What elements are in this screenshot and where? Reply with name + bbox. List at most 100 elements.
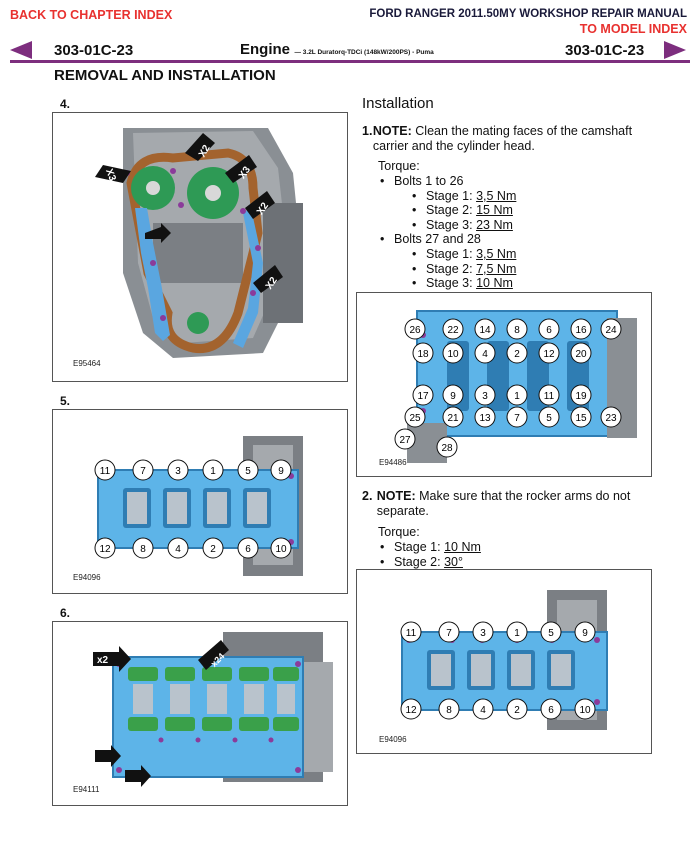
bolt-number: 20: [575, 349, 587, 360]
step-6-number: 6.: [60, 606, 71, 620]
torque-value: 3,5 Nm: [476, 246, 517, 261]
bolt-number: 10: [447, 349, 459, 360]
stage-label: Stage 1:: [426, 188, 473, 203]
step-4-number: 4.: [60, 97, 71, 111]
figure-e94096-right: 11 7 3 1 5 9 12 8 4 2 6 10 E94096: [356, 569, 652, 754]
bolt-number: 6: [245, 544, 251, 555]
figure-code: E94096: [379, 735, 407, 744]
step-number: 1.: [362, 124, 373, 138]
callout-label: X2: [197, 143, 213, 159]
manual-title: FORD RANGER 2011.50MY WORKSHOP REPAIR MA…: [369, 8, 687, 20]
stage-label: Stage 2:: [426, 261, 473, 276]
prev-page-arrow-icon[interactable]: [10, 41, 32, 59]
bolt-number: 6: [546, 325, 552, 336]
torque-label: Torque:: [378, 525, 420, 539]
torque-value: 30°: [444, 554, 463, 569]
bolt-number: 12: [405, 705, 417, 716]
section-name: Engine: [240, 41, 291, 58]
doc-title: REMOVAL AND INSTALLATION: [54, 67, 276, 84]
bolt-number: 2: [514, 349, 520, 360]
bolt-number: 3: [480, 628, 486, 639]
step-number: 2.: [362, 489, 373, 503]
section-subtitle: — 3.2L Duratorq-TDCi (148kW/200PS) - Pum…: [294, 49, 434, 56]
bolt-number: 4: [482, 349, 488, 360]
camshaft-carrier-illustration-2: 11 7 3 1 5 9 12 8 4 2 6 10: [400, 590, 608, 730]
bolt-number: 12: [543, 349, 555, 360]
bolt-number: 27: [399, 435, 411, 446]
bolt-number: 15: [575, 413, 587, 424]
installation-heading: Installation: [362, 95, 434, 112]
note-text: Make sure that the rocker arms do not se…: [376, 489, 631, 518]
back-to-chapter-index-link[interactable]: BACK TO CHAPTER INDEX: [10, 8, 173, 22]
bolt-number: 2: [210, 544, 216, 555]
torque-value: 23 Nm: [476, 217, 513, 232]
bolt-number: 3: [175, 466, 181, 477]
bolt-number: 28: [441, 443, 453, 454]
figure-e94111: x2 x24 E94111: [52, 621, 348, 806]
bolt-number: 23: [605, 413, 617, 424]
install-step-1: 1. NOTE: Clean the mating faces of the c…: [362, 124, 662, 154]
bolt-number: 7: [446, 628, 452, 639]
bolt-number: 2: [514, 705, 520, 716]
torque-value: 3,5 Nm: [476, 188, 517, 203]
bolt-number: 19: [575, 391, 587, 402]
bolt-number: 14: [479, 325, 491, 336]
bolt-number: 4: [480, 705, 486, 716]
stage-label: Stage 2:: [426, 203, 473, 218]
figure-code: E94486: [379, 458, 407, 467]
figure-code: E95464: [73, 359, 101, 368]
bolt-number: 11: [544, 391, 555, 402]
torque-value: 7,5 Nm: [476, 261, 517, 276]
bolt-number: 5: [546, 413, 552, 424]
next-page-arrow-icon[interactable]: [664, 41, 686, 59]
stage-label: Stage 1:: [394, 540, 441, 554]
note-text: Clean the mating faces of the camshaft c…: [372, 124, 633, 153]
bolt-number: 1: [210, 466, 216, 477]
figure-code: E94096: [73, 573, 101, 582]
bolt-number: 10: [579, 705, 591, 716]
bolt-number: 11: [100, 466, 111, 477]
camshaft-carrier-with-shafts-illustration: x2 x24: [93, 632, 333, 787]
figure-e94096-left: 11 7 3 1 5 9 12 8 4 2 6 10 E94096: [52, 409, 348, 594]
callout-label: x2: [97, 655, 109, 666]
callout-label: X3: [103, 167, 118, 183]
torque-spec-2: Torque: Stage 1: 10 Nm Stage 2: 30°: [378, 525, 658, 569]
bolt-number: 10: [275, 544, 287, 555]
bolt-number: 8: [140, 544, 146, 555]
stage-label: Stage 1:: [426, 246, 473, 261]
bolt-number: 17: [417, 391, 429, 402]
torque-group: Bolts 27 and 28: [394, 232, 481, 247]
bolt-number: 24: [605, 325, 617, 336]
bolt-number: 4: [175, 544, 181, 555]
bolt-number: 5: [548, 628, 554, 639]
bolt-number: 16: [575, 325, 587, 336]
bolt-number: 1: [514, 628, 520, 639]
bolt-number: 11: [406, 628, 417, 639]
to-model-index-link[interactable]: TO MODEL INDEX: [579, 22, 687, 36]
bolt-number: 9: [450, 391, 456, 402]
bolt-number: 18: [417, 349, 429, 360]
install-step-2: 2. NOTE: Make sure that the rocker arms …: [362, 489, 662, 519]
torque-label: Torque:: [378, 159, 420, 173]
stage-label: Stage 2:: [394, 554, 441, 569]
torque-value: 10 Nm: [476, 276, 513, 291]
torque-value: 10 Nm: [444, 540, 481, 554]
torque-spec-1: Torque: Bolts 1 to 26 Stage 1: 3,5 Nm St…: [378, 159, 658, 291]
camshaft-carrier-illustration: 11 7 3 1 5 9 12 8 4 2 6 10: [94, 436, 303, 576]
figure-e94486: 26 22 14 8 6 16 24 18 10 4 2 12 20 17 9 …: [356, 292, 652, 477]
bolt-number: 7: [514, 413, 520, 424]
bolt-sequence-diagram: 26 22 14 8 6 16 24 18 10 4 2 12 20 17 9 …: [394, 310, 637, 463]
bolt-number: 8: [514, 325, 520, 336]
bolt-number: 26: [409, 325, 421, 336]
stage-label: Stage 3:: [426, 276, 473, 291]
bolt-number: 9: [278, 466, 284, 477]
bolt-number: 13: [479, 413, 491, 424]
bolt-number: 12: [99, 544, 111, 555]
timing-chain-illustration: X3 X2 X3 X2 X2: [53, 113, 347, 381]
stage-label: Stage 3:: [426, 217, 473, 232]
figure-code: E94111: [73, 785, 100, 794]
header-divider: [10, 60, 690, 63]
step-5-number: 5.: [60, 394, 71, 408]
bolt-number: 1: [514, 391, 520, 402]
bolt-number: 3: [482, 391, 488, 402]
